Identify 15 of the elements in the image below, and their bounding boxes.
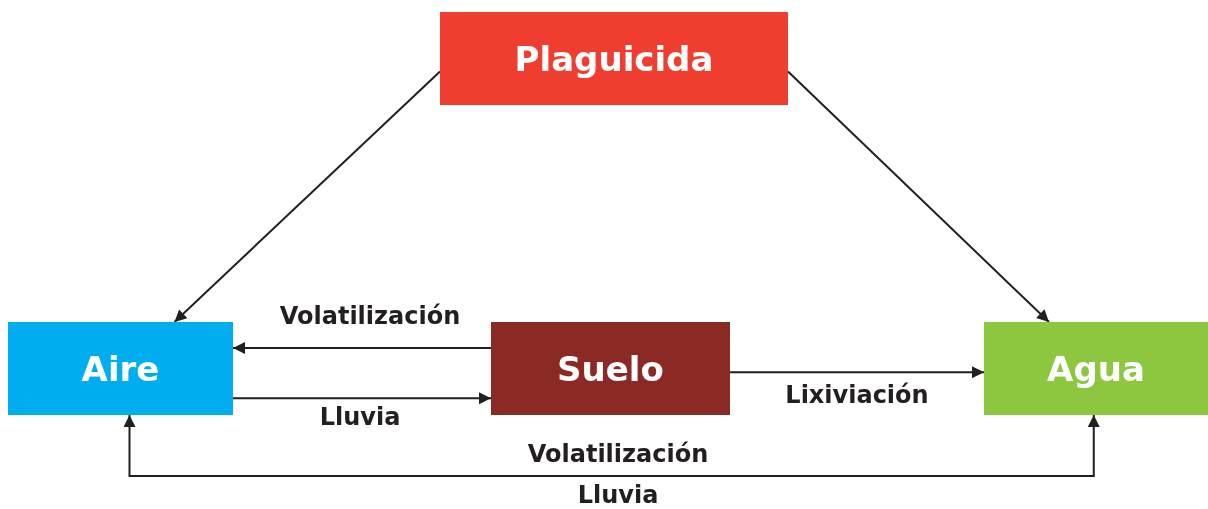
edge-label: Volatilización (527, 440, 709, 468)
process-box: Suelo (491, 322, 730, 415)
arrow (787, 70, 1050, 323)
process-box: Agua (984, 322, 1208, 415)
process-box: Plaguicida (440, 12, 788, 105)
edge-label: Volatilización (279, 302, 461, 330)
arrow (729, 366, 985, 379)
arrow (232, 392, 492, 405)
flow-label: Lluvia (577, 481, 659, 509)
edge-label: Lixiviación (785, 381, 929, 409)
arrow (173, 70, 441, 323)
edge-label: Lluvia (319, 403, 401, 431)
process-box: Aire (8, 322, 233, 415)
arrow (123, 414, 1100, 477)
arrow (232, 342, 492, 355)
